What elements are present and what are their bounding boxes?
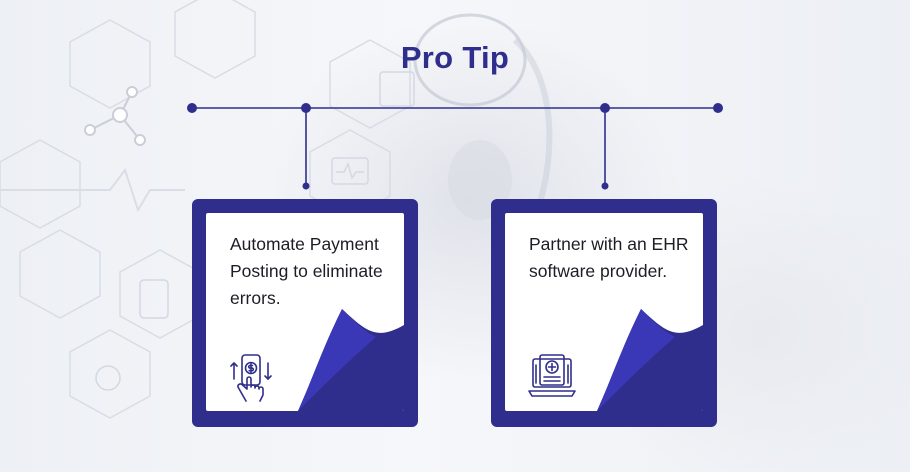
ehr-software-icon (528, 354, 576, 397)
timeline-end-card-1 (302, 182, 310, 190)
tip-card-2-text: Partner with an EHR software provider. (529, 234, 689, 281)
page-curl-decoration (298, 309, 404, 411)
tip-card-2: Partner with an EHR software provider. (491, 199, 717, 427)
page-title: Pro Tip (400, 40, 510, 75)
timeline-node-card-2 (600, 103, 610, 113)
tip-card-1-body: Automate Payment Posting to eliminate er… (206, 213, 404, 411)
tip-card-2-body: Partner with an EHR software provider. (505, 213, 703, 411)
timeline-node-right (713, 103, 723, 113)
payment-posting-icon (230, 354, 272, 402)
tip-card-1-text: Automate Payment Posting to eliminate er… (230, 234, 383, 308)
page-curl-decoration (597, 309, 703, 411)
timeline-node-left (187, 103, 197, 113)
timeline-end-card-2 (601, 182, 609, 190)
timeline-node-card-1 (301, 103, 311, 113)
tip-card-1: Automate Payment Posting to eliminate er… (192, 199, 418, 427)
